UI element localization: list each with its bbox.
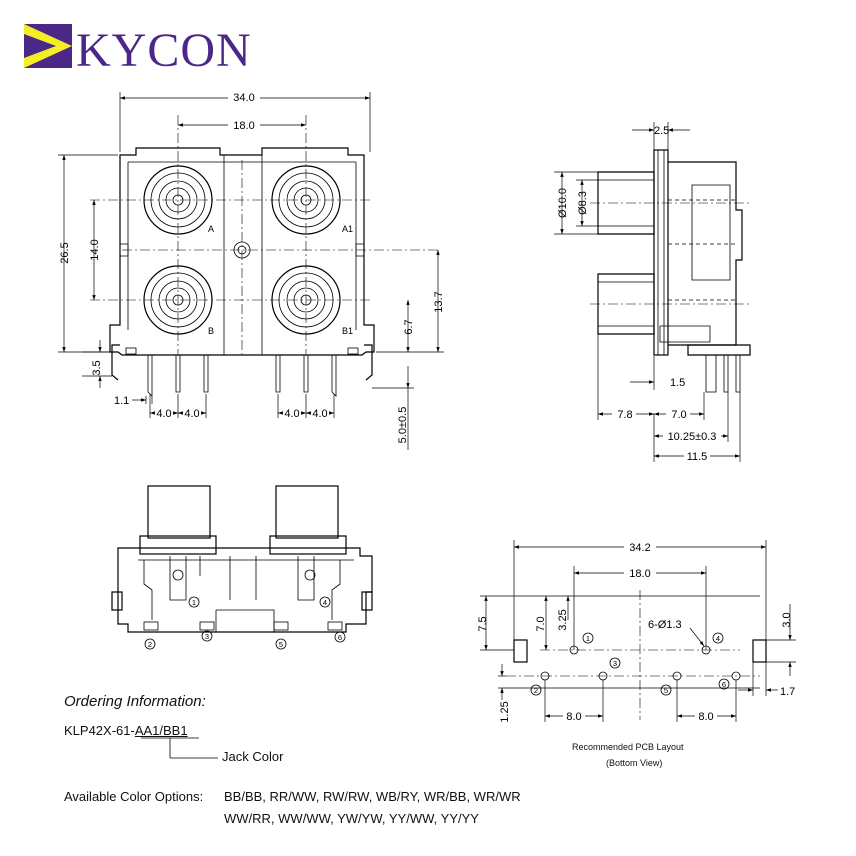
dim-pitch-4: 4.0 xyxy=(312,408,327,420)
color-options-line-1: BB/BB, RR/WW, RW/RW, WB/RY, WR/BB, WR/WR xyxy=(224,789,521,804)
bottom-view: 1 2 3 4 5 6 xyxy=(111,485,373,650)
pin-1: 1 xyxy=(192,598,196,607)
dim-dia-8-3: Ø8.3 xyxy=(577,191,589,215)
dim-pitch-1: 4.0 xyxy=(156,408,171,420)
kycon-logo: KYCON xyxy=(24,24,252,77)
part-code: AA1/BB1 xyxy=(134,723,188,738)
label-b: B xyxy=(208,326,214,336)
dim-1-5: 1.5 xyxy=(670,377,685,389)
jack-color-callout: Jack Color xyxy=(222,749,284,764)
pcb-caption-view: (Bottom View) xyxy=(606,758,663,768)
dim-13-7: 13.7 xyxy=(433,291,445,312)
pcb-dim-18-0: 18.0 xyxy=(629,568,650,580)
part-prefix: KLP42X-61- xyxy=(64,723,135,738)
pcb-caption: Recommended PCB Layout xyxy=(572,742,684,752)
pcb-dim-3-25: 3.25 xyxy=(557,609,569,630)
dim-2-5: 2.5 xyxy=(654,125,669,137)
pcb-dim-8-0-a: 8.0 xyxy=(566,711,581,723)
front-view: A A1 B B1 34.0 18.0 26.5 14.0 13.7 6.7 xyxy=(58,90,445,450)
dim-14-0: 14.0 xyxy=(89,239,101,260)
dim-1-1: 1.1 xyxy=(114,395,129,407)
color-options-line-2: WW/RR, WW/WW, YW/YW, YY/WW, YY/YY xyxy=(224,811,479,826)
pcb-pin-5: 5 xyxy=(664,686,668,695)
pcb-dim-8-0-b: 8.0 xyxy=(698,711,713,723)
dim-7-8: 7.8 xyxy=(617,409,632,421)
dim-10-25: 10.25±0.3 xyxy=(668,431,717,443)
brand-name: KYCON xyxy=(76,24,252,77)
pin-3: 3 xyxy=(205,632,209,641)
pcb-layout: 34.2 18.0 1 2 3 4 5 6 6 xyxy=(477,540,796,723)
dim-7-0: 7.0 xyxy=(671,409,686,421)
pcb-dim-1-7: 1.7 xyxy=(780,686,795,698)
label-a1: A1 xyxy=(342,224,353,234)
dim-dia-10: Ø10.0 xyxy=(557,188,569,218)
pcb-pin-6: 6 xyxy=(722,680,726,689)
ordering-title: Ordering Information: xyxy=(64,693,206,710)
color-options-label: Available Color Options: xyxy=(64,789,204,804)
dim-26-5: 26.5 xyxy=(59,242,71,263)
pcb-dim-3-0: 3.0 xyxy=(781,612,793,627)
pcb-dim-1-25: 1.25 xyxy=(499,701,511,722)
pcb-dim-34-2: 34.2 xyxy=(629,542,650,554)
dim-3-5: 3.5 xyxy=(91,360,103,375)
label-a: A xyxy=(208,224,214,234)
dim-18-0: 18.0 xyxy=(233,120,254,132)
pin-2: 2 xyxy=(148,640,152,649)
dim-34-0: 34.0 xyxy=(233,92,254,104)
part-code-callout xyxy=(141,737,218,759)
pcb-pin-4: 4 xyxy=(716,634,720,643)
pin-4: 4 xyxy=(323,598,327,607)
dim-11-5: 11.5 xyxy=(687,451,708,463)
pcb-dim-7-5: 7.5 xyxy=(477,616,489,631)
dim-pitch-2: 4.0 xyxy=(184,408,199,420)
side-view: 2.5 Ø10.0 Ø8.3 1.5 7.8 7.0 10.25±0.3 xyxy=(554,122,751,463)
part-number: KLP42X-61-AA1/BB1 xyxy=(64,723,188,738)
dim-6-7: 6.7 xyxy=(403,319,415,334)
pin-5: 5 xyxy=(279,640,283,649)
pin-6: 6 xyxy=(338,633,342,642)
pcb-hole-note: 6-Ø1.3 xyxy=(648,619,682,631)
pcb-pin-2: 2 xyxy=(534,686,538,695)
pcb-pin-1: 1 xyxy=(586,634,590,643)
pcb-pin-3: 3 xyxy=(613,659,617,668)
pcb-dim-7-0: 7.0 xyxy=(535,616,547,631)
label-b1: B1 xyxy=(342,326,353,336)
dim-pitch-3: 4.0 xyxy=(284,408,299,420)
dim-5-0: 5.0±0.5 xyxy=(397,407,409,444)
